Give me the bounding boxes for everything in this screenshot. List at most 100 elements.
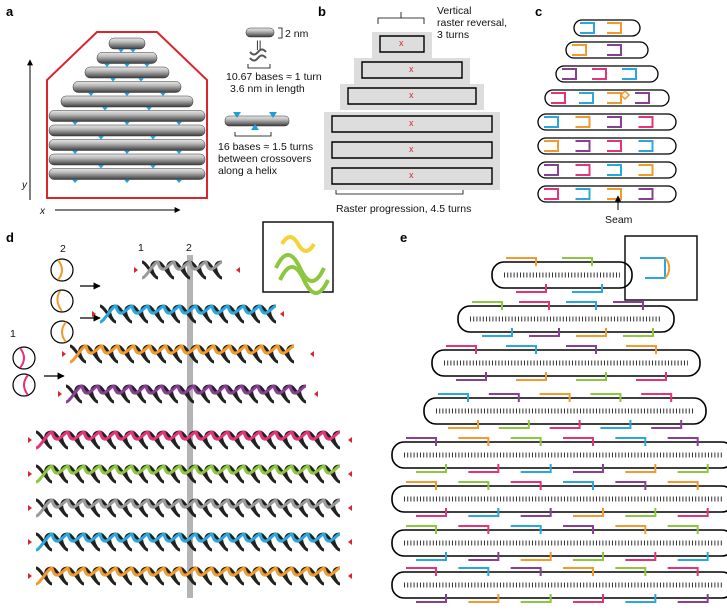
helix-loop bbox=[537, 137, 677, 155]
staple-route bbox=[506, 345, 537, 354]
end-marker bbox=[314, 391, 318, 397]
staple-strand bbox=[579, 92, 594, 104]
staple-route bbox=[472, 301, 503, 310]
end-marker bbox=[28, 471, 32, 477]
end-marker bbox=[236, 267, 240, 273]
crossover-marker bbox=[124, 150, 130, 154]
staple-route bbox=[510, 525, 542, 534]
panel-label-a: a bbox=[6, 4, 14, 19]
inset-strand bbox=[640, 257, 666, 279]
staple-strand bbox=[635, 92, 650, 104]
crossover-marker bbox=[176, 121, 182, 125]
crossover-markers bbox=[233, 112, 277, 130]
helix-cylinder bbox=[60, 95, 194, 108]
reversal-line-1: Vertical bbox=[437, 5, 471, 17]
helix-loop bbox=[565, 41, 649, 59]
route-rows bbox=[391, 257, 727, 603]
crossover-bracket bbox=[234, 132, 272, 137]
staple-route bbox=[458, 437, 490, 446]
staple-route bbox=[590, 393, 622, 402]
crossover-marker bbox=[88, 92, 94, 96]
staple-strand bbox=[607, 116, 622, 128]
staple-strand bbox=[544, 116, 559, 128]
turn-bracket bbox=[247, 64, 271, 69]
staple-route bbox=[563, 525, 594, 534]
end-marker bbox=[28, 573, 32, 579]
helix-loop bbox=[537, 185, 677, 203]
end-marker bbox=[348, 471, 352, 477]
crossover-marker bbox=[160, 92, 166, 96]
staple-route bbox=[416, 508, 447, 517]
seam-marker bbox=[619, 89, 631, 101]
staple-route bbox=[573, 552, 604, 561]
staple-strand bbox=[607, 140, 622, 152]
panel-b: b Vertical raster reversal, 3 turns xxxx… bbox=[318, 4, 507, 215]
staple-strand bbox=[551, 92, 566, 104]
shape-outline bbox=[46, 31, 208, 199]
crossover-marker bbox=[72, 179, 78, 183]
staple-route bbox=[498, 420, 530, 429]
end-marker bbox=[348, 539, 352, 545]
crossover-marker bbox=[150, 165, 156, 169]
staple-route bbox=[615, 437, 647, 446]
staple-route bbox=[563, 567, 594, 576]
raster-path bbox=[331, 167, 493, 185]
crossover-cylinder bbox=[224, 115, 290, 127]
staple-strand bbox=[35, 532, 341, 552]
staple-strand bbox=[607, 92, 622, 104]
equivalence-glyph: || bbox=[256, 39, 261, 51]
staple-strand bbox=[69, 344, 295, 364]
raster-path bbox=[361, 61, 463, 79]
staple-route bbox=[506, 257, 537, 266]
reversal-bracket bbox=[377, 17, 425, 24]
crossover-marker bbox=[150, 136, 156, 140]
crossover-marker bbox=[118, 49, 124, 53]
panel-a: a y x 2 nm || 10.67 bases ≈ 1 turn 3.6 n… bbox=[6, 4, 322, 217]
cylinder-glyph bbox=[245, 27, 275, 38]
staple-route bbox=[510, 481, 542, 490]
staple-route bbox=[406, 481, 437, 490]
staple-route bbox=[615, 481, 647, 490]
panel-d: d 2 1 1 2 bbox=[6, 221, 352, 598]
helix-cylinder bbox=[108, 37, 146, 50]
end-marker bbox=[92, 311, 96, 317]
staple-strand bbox=[575, 164, 591, 176]
helix-loop bbox=[555, 65, 659, 83]
raster-path bbox=[331, 141, 493, 159]
crossover-marker bbox=[110, 78, 116, 82]
backbone-strand bbox=[65, 384, 307, 404]
staple-route bbox=[615, 525, 647, 534]
crossover-mark: x bbox=[409, 118, 414, 128]
seam-label: Seam bbox=[605, 214, 633, 226]
staple-route bbox=[468, 464, 500, 473]
panel-label-b: b bbox=[318, 4, 326, 19]
staple-strand bbox=[607, 164, 622, 176]
staple-strand bbox=[638, 188, 654, 200]
staple-route bbox=[651, 420, 683, 429]
helix-stack bbox=[48, 37, 206, 183]
staple-strand bbox=[562, 68, 577, 80]
staple-route bbox=[625, 464, 657, 473]
crossover-marker bbox=[176, 179, 182, 183]
staple-route bbox=[468, 508, 500, 517]
scaffold-loop bbox=[391, 571, 727, 599]
scale-bracket bbox=[278, 27, 283, 39]
staple-route bbox=[520, 594, 552, 603]
staple-strand bbox=[544, 188, 559, 200]
staple-strand bbox=[607, 44, 622, 56]
staple-route bbox=[615, 567, 647, 576]
staple-route bbox=[520, 552, 552, 561]
staple-route bbox=[416, 594, 447, 603]
helix-cylinder bbox=[48, 124, 206, 137]
staple-route bbox=[468, 552, 500, 561]
staple-route bbox=[573, 508, 604, 517]
inset-helix-green bbox=[274, 253, 330, 295]
raster-path bbox=[379, 35, 425, 53]
end-marker bbox=[28, 505, 32, 511]
scaffold-loop bbox=[391, 485, 727, 513]
marker-2-label: 2 bbox=[60, 243, 66, 255]
progression-bracket bbox=[335, 190, 464, 195]
inset-box bbox=[262, 221, 334, 293]
scale-label: 2 nm bbox=[285, 28, 309, 40]
